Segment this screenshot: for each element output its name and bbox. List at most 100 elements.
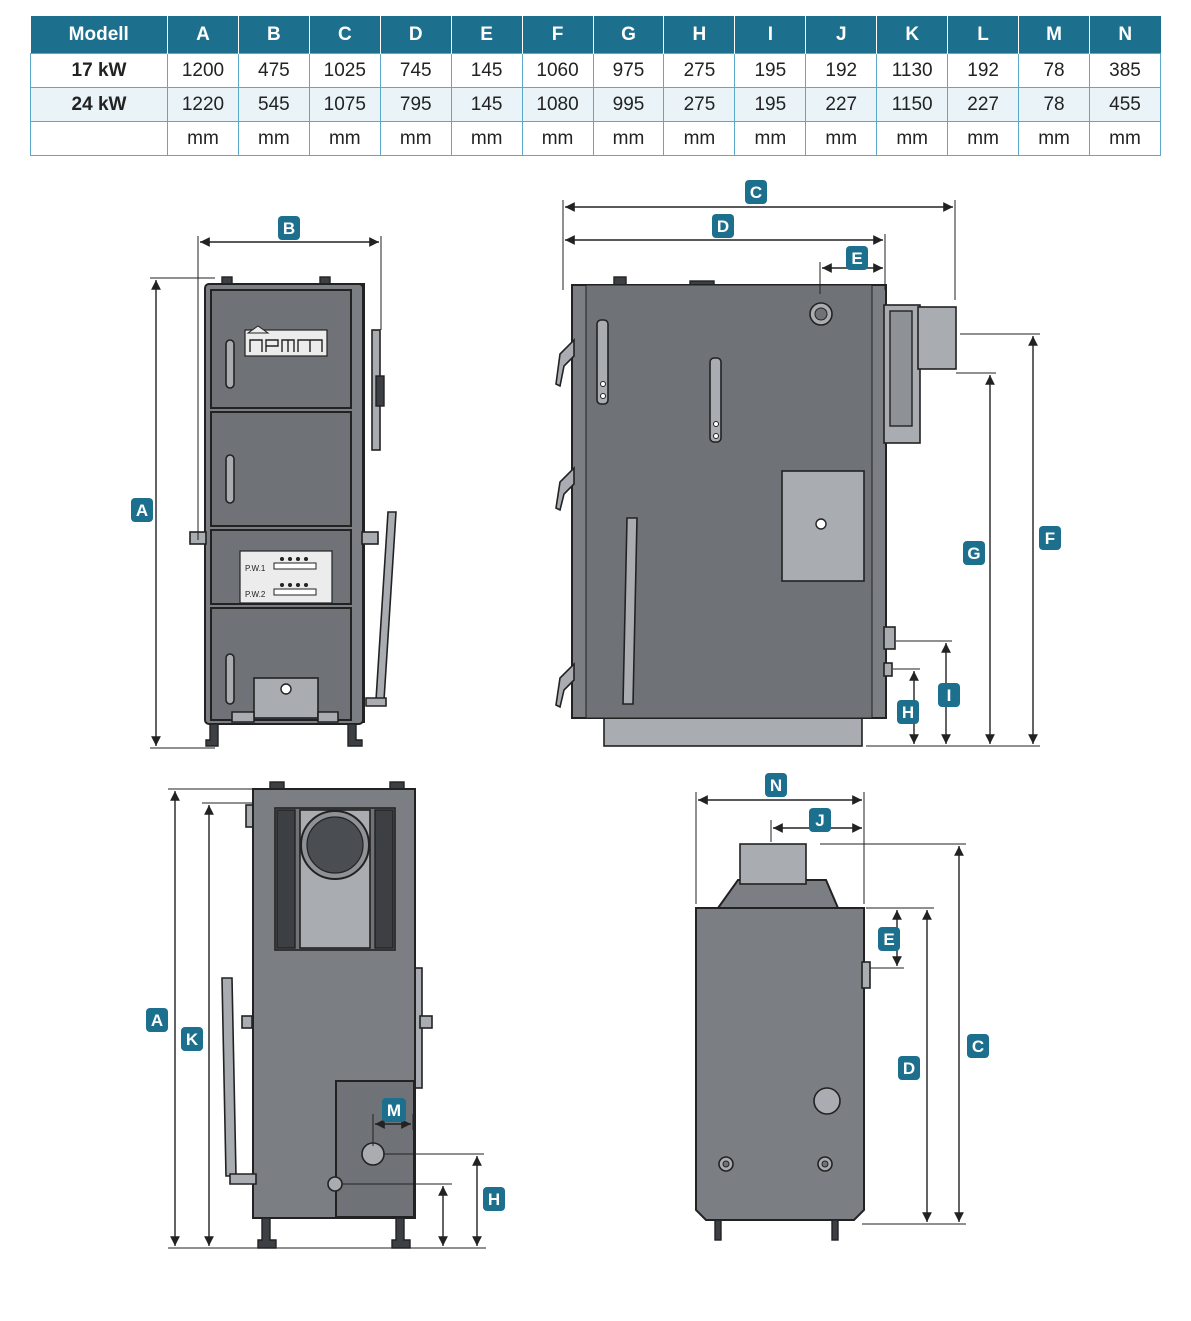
label-D-side: D <box>712 214 734 238</box>
table-cell: 227 <box>947 87 1020 122</box>
rear-view <box>168 781 486 1249</box>
table-cell: mm <box>1088 121 1162 156</box>
header-cell: L <box>947 16 1020 54</box>
table-cell: mm <box>237 121 310 156</box>
svg-text:F: F <box>1045 529 1055 548</box>
svg-text:N: N <box>770 776 782 795</box>
header-cell: E <box>451 16 523 54</box>
table-cell: 275 <box>663 53 736 88</box>
label-G: G <box>963 541 985 565</box>
side-view <box>555 200 1040 747</box>
table-cell: 145 <box>450 53 523 88</box>
svg-text:J: J <box>815 811 824 830</box>
table-cell: 545 <box>237 87 310 122</box>
table-cell: 385 <box>1088 53 1162 88</box>
table-cell: mm <box>450 121 523 156</box>
svg-text:A: A <box>136 501 148 520</box>
top-view <box>695 792 966 1241</box>
label-A-front: A <box>131 498 153 522</box>
svg-text:H: H <box>488 1190 500 1209</box>
table-cell: 1075 <box>308 87 381 122</box>
table-cell: 1130 <box>876 53 949 88</box>
table-cell: 745 <box>379 53 452 88</box>
label-E-top: E <box>878 927 900 951</box>
header-cell: B <box>238 16 310 54</box>
table-cell: 475 <box>237 53 310 88</box>
pw-plates: P.W.1 P.W.2 <box>239 550 333 604</box>
label-A-rear: A <box>146 1008 168 1032</box>
pw1-label: P.W.1 <box>245 564 266 573</box>
header-cell: I <box>734 16 807 54</box>
table-cell: mm <box>876 121 949 156</box>
table-cell: 145 <box>450 87 523 122</box>
row-label: 17 kW <box>30 53 168 88</box>
label-H-rear: H <box>483 1187 505 1211</box>
table-row-units: mm mm mm mm mm mm mm mm mm mm mm mm mm m… <box>30 121 1162 156</box>
svg-text:E: E <box>883 930 894 949</box>
header-cell: Modell <box>30 16 168 54</box>
table-cell: 78 <box>1018 87 1090 122</box>
table-cell: 78 <box>1018 53 1090 88</box>
table-cell: mm <box>805 121 878 156</box>
table-cell: mm <box>379 121 452 156</box>
header-cell: A <box>167 16 239 54</box>
table-cell: 1200 <box>167 53 239 88</box>
svg-text:M: M <box>387 1101 401 1120</box>
svg-text:C: C <box>972 1037 984 1056</box>
row-label: 24 kW <box>30 87 168 122</box>
header-cell: H <box>663 16 736 54</box>
table-cell: 1220 <box>167 87 239 122</box>
table-row-17kw: 17 kW 1200 475 1025 745 145 1060 975 275… <box>30 53 1162 88</box>
header-cell: J <box>805 16 878 54</box>
table-header-row: Modell A B C D E F G H I J K L M N <box>30 16 1161 54</box>
label-K: K <box>181 1027 203 1051</box>
table-cell: 227 <box>805 87 878 122</box>
table-cell: 1150 <box>876 87 949 122</box>
svg-text:H: H <box>902 703 914 722</box>
table-cell: 195 <box>734 87 807 122</box>
label-J: J <box>809 808 831 832</box>
svg-text:E: E <box>851 249 862 268</box>
label-H-side: H <box>897 700 919 724</box>
svg-text:D: D <box>717 217 729 236</box>
front-view: P.W.1 P.W.2 <box>150 236 397 749</box>
svg-text:C: C <box>750 183 762 202</box>
label-C-top: C <box>967 1034 989 1058</box>
label-B: B <box>278 216 300 240</box>
table-cell: mm <box>734 121 807 156</box>
header-cell: K <box>876 16 949 54</box>
svg-text:D: D <box>903 1059 915 1078</box>
table-cell: mm <box>521 121 594 156</box>
pw2-label: P.W.2 <box>245 590 266 599</box>
label-F: F <box>1039 526 1061 550</box>
table-row-24kw: 24 kW 1220 545 1075 795 145 1080 995 275… <box>30 87 1162 122</box>
table-cell: 1080 <box>521 87 594 122</box>
svg-text:K: K <box>186 1030 199 1049</box>
label-M: M <box>382 1098 406 1122</box>
table-cell: 455 <box>1088 87 1162 122</box>
table-cell: mm <box>167 121 239 156</box>
table-cell: mm <box>663 121 736 156</box>
header-cell: M <box>1018 16 1090 54</box>
table-cell: 192 <box>947 53 1020 88</box>
label-C-side: C <box>745 180 767 204</box>
header-cell: G <box>593 16 665 54</box>
table-cell: 795 <box>379 87 452 122</box>
table-cell: mm <box>592 121 665 156</box>
header-cell: N <box>1089 16 1161 54</box>
row-label <box>30 121 168 156</box>
svg-text:A: A <box>151 1011 163 1030</box>
svg-text:I: I <box>947 686 952 705</box>
label-I: I <box>938 683 960 707</box>
table-cell: mm <box>308 121 381 156</box>
table-cell: mm <box>947 121 1020 156</box>
header-cell: C <box>309 16 381 54</box>
header-cell: D <box>380 16 452 54</box>
svg-text:G: G <box>967 544 980 563</box>
dimension-table: Modell A B C D E F G H I J K L M N 17 kW… <box>30 16 1162 156</box>
label-D-top: D <box>898 1056 920 1080</box>
brand-logo <box>244 325 328 357</box>
svg-text:B: B <box>283 219 295 238</box>
header-cell: F <box>522 16 594 54</box>
